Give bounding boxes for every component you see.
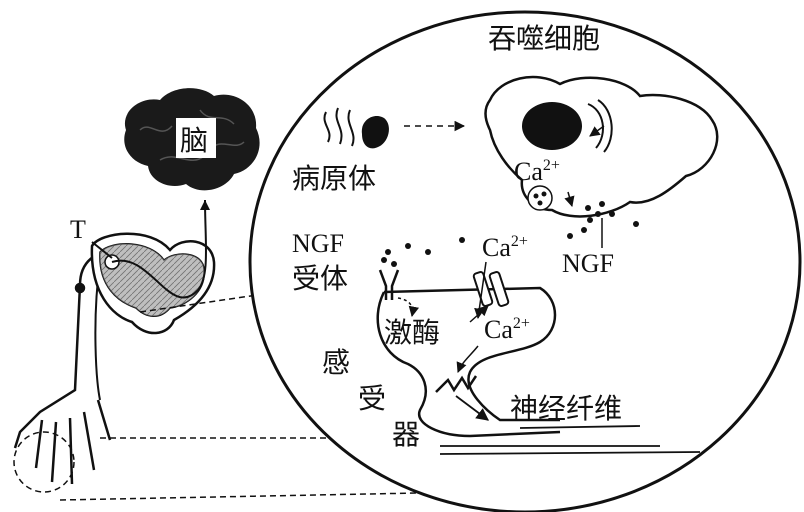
channel-right — [488, 271, 510, 307]
label-nerve-fiber: 神经纤维 — [510, 392, 622, 425]
label-receptor-2: 受 — [358, 382, 386, 415]
label-pathogen: 病原体 — [292, 162, 376, 195]
label-ca-channel: Ca2+ — [482, 233, 528, 262]
organelle-arrow — [589, 125, 605, 137]
pathogen-body — [361, 115, 389, 149]
vesicle-dot-2 — [541, 191, 547, 197]
ngf-receptor — [378, 269, 400, 300]
label-ngf-receptor-1: NGF — [292, 229, 344, 258]
label-ca-inner: Ca2+ — [484, 315, 530, 344]
ngf-release-dots — [567, 201, 639, 239]
vesicle-dot-1 — [533, 193, 539, 199]
leader-top — [139, 291, 279, 313]
channel-left — [472, 271, 494, 307]
label-t: T — [70, 215, 86, 244]
leader-bottom — [59, 491, 471, 501]
label-receptor-1: 感 — [322, 346, 350, 379]
brain: 脑 — [124, 88, 260, 191]
phagocyte-nucleus — [522, 102, 582, 150]
sensory-terminal — [376, 286, 701, 455]
receptor-to-kinase-arrow — [397, 297, 419, 318]
pathogen: 病原体 — [292, 107, 389, 195]
label-ca-phagocyte: Ca2+ — [514, 157, 560, 186]
label-ngf-receptor-2: 受体 — [292, 262, 348, 295]
terminal-upper — [383, 286, 560, 422]
ca-to-signal-arrow — [456, 345, 479, 373]
pathogen-flagella — [323, 107, 355, 147]
signal-zigzag — [435, 375, 478, 393]
label-ngf-release: NGF — [562, 249, 614, 278]
terminal-lower — [376, 291, 561, 438]
nerve-fiber-line-3 — [519, 425, 641, 429]
ca-channel — [472, 271, 510, 307]
nerve-arrow-up — [200, 200, 210, 210]
zoom-origin-circle — [13, 431, 75, 493]
node-pointer — [91, 241, 113, 259]
vesicle — [527, 185, 553, 211]
ngf-dots-receptor — [381, 237, 465, 267]
brain-folds — [139, 109, 245, 162]
label-receptor-3: 器 — [392, 418, 420, 451]
label-phagocyte: 吞噬细胞 — [488, 22, 600, 55]
nerve-junction-dot — [74, 282, 86, 294]
kinase-to-channel-arrow — [469, 305, 489, 323]
ca-phagocyte-arrow — [564, 191, 575, 208]
brain-label-bg — [176, 118, 216, 158]
vesicle-dot-3 — [537, 200, 543, 206]
receptor-y — [378, 269, 400, 300]
phagocyte-cell: Ca2+ — [484, 75, 719, 218]
signal-arrow — [455, 395, 490, 421]
arm-hand — [13, 248, 121, 485]
nerve-fiber-lines — [439, 445, 701, 455]
label-kinase: 激酶 — [384, 316, 440, 349]
nerve-to-brain — [111, 199, 207, 299]
label-brain: 脑 — [180, 124, 208, 157]
node-t: T — [70, 215, 216, 335]
phagocyte-organelle — [587, 99, 613, 153]
